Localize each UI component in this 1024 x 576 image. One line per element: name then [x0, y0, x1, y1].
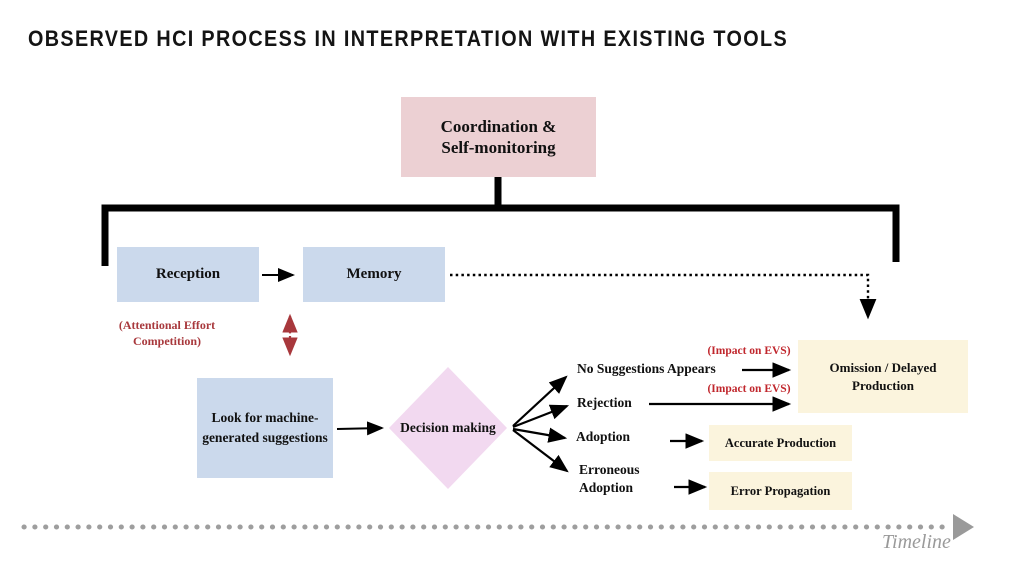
outcome-accurate-production: Accurate Production: [709, 425, 852, 461]
impact-evs-note-1: (Impact on EVS): [707, 345, 791, 357]
outcome-error-propagation: Error Propagation: [709, 472, 852, 510]
arrow-decision-adoption: [512, 427, 568, 443]
arrow-decision-no-suggestions: [512, 375, 568, 427]
attentional-effort-note: (Attentional Effort Competition): [118, 318, 216, 349]
branch-no-suggestions: No Suggestions Appears: [577, 361, 716, 376]
impact-evs-note-2: (Impact on EVS): [707, 383, 791, 395]
node-coordination: Coordination & Self-monitoring: [401, 97, 596, 177]
slide-title: OBSERVED HCI PROCESS IN INTERPRETATION W…: [28, 26, 789, 51]
outcome-omission-delayed-production: Omission / Delayed Production: [798, 340, 968, 413]
node-reception: Reception: [117, 247, 259, 302]
dotted-arrow-memory-omission: [450, 273, 877, 320]
node-decision-making: Decision making: [400, 419, 496, 435]
branch-adoption: Adoption: [576, 429, 631, 444]
arrow-look-decision: [336, 421, 384, 436]
arrow-decision-rejection: [512, 404, 570, 429]
arrow-decision-erroneous: [512, 429, 569, 473]
branch-erroneous-adoption: Erroneous Adoption: [579, 462, 640, 496]
timeline-label: Timeline: [882, 531, 951, 553]
node-look-for-suggestions: Look for machine-generated suggestions: [197, 378, 333, 478]
node-memory: Memory: [303, 247, 445, 302]
timeline-arrow-icon: [953, 514, 974, 540]
branch-rejection: Rejection: [577, 395, 632, 410]
